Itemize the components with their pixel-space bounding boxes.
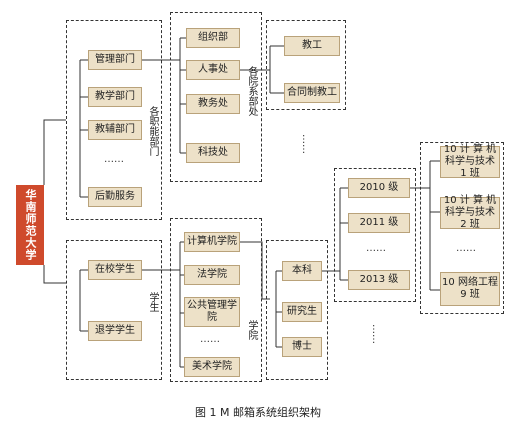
classes-group (420, 142, 504, 314)
class-cs-2: 10 计 算 机科学与技术 2 班 (440, 195, 500, 230)
student-withdrawn: 退学学生 (88, 321, 142, 341)
colleges-group (170, 218, 262, 382)
degree-graduate: 研究生 (282, 302, 322, 322)
college-law: 法学院 (184, 265, 240, 285)
dept-dots: …… (104, 154, 124, 165)
student-enrolled: 在校学生 (88, 260, 142, 280)
class-dots: …… (456, 243, 476, 254)
offices-group (170, 12, 262, 182)
dept-management: 管理部门 (88, 50, 142, 70)
figure-caption: 图 1 M 邮箱系统组织架构 (195, 406, 321, 419)
degree-undergraduate: 本科 (282, 261, 322, 281)
office-science-tech: 科技处 (186, 143, 240, 163)
students-label: 学生 (147, 292, 158, 312)
years-group (334, 168, 416, 302)
dept-logistics: 后勤服务 (88, 187, 142, 207)
staff-contract-faculty: 合同制教工 (284, 83, 340, 103)
staff-dots: …… (300, 134, 311, 154)
college-computer-science: 计算机学院 (184, 232, 240, 252)
college-dots: …… (200, 334, 220, 345)
degrees-group (266, 240, 328, 380)
offices-label: 各院系部处 (246, 66, 257, 116)
dept-teaching: 教学部门 (88, 87, 142, 107)
year-2011: 2011 级 (348, 213, 410, 233)
office-organization: 组织部 (186, 28, 240, 48)
colleges-label: 学院 (246, 320, 257, 340)
university-root: 华南师范大学 (16, 185, 44, 265)
departments-label: 各职能部门 (147, 106, 158, 156)
students-group (66, 240, 162, 380)
degree-doctorate: 博士 (282, 337, 322, 357)
office-academic-affairs: 教务处 (186, 94, 240, 114)
degree-dots: …… (370, 324, 381, 344)
college-fine-arts: 美术学院 (184, 357, 240, 377)
office-personnel: 人事处 (186, 60, 240, 80)
year-dots: …… (366, 243, 386, 254)
year-2013: 2013 级 (348, 270, 410, 290)
college-public-administration: 公共管理学院 (184, 297, 240, 327)
class-cs-1: 10 计 算 机科学与技术 1 班 (440, 144, 500, 179)
class-network-9: 10 网络工程 9 班 (440, 272, 500, 306)
staff-group (266, 20, 346, 110)
staff-faculty: 教工 (284, 36, 340, 56)
departments-group (66, 20, 162, 220)
year-2010: 2010 级 (348, 178, 410, 198)
dept-support: 教辅部门 (88, 120, 142, 140)
